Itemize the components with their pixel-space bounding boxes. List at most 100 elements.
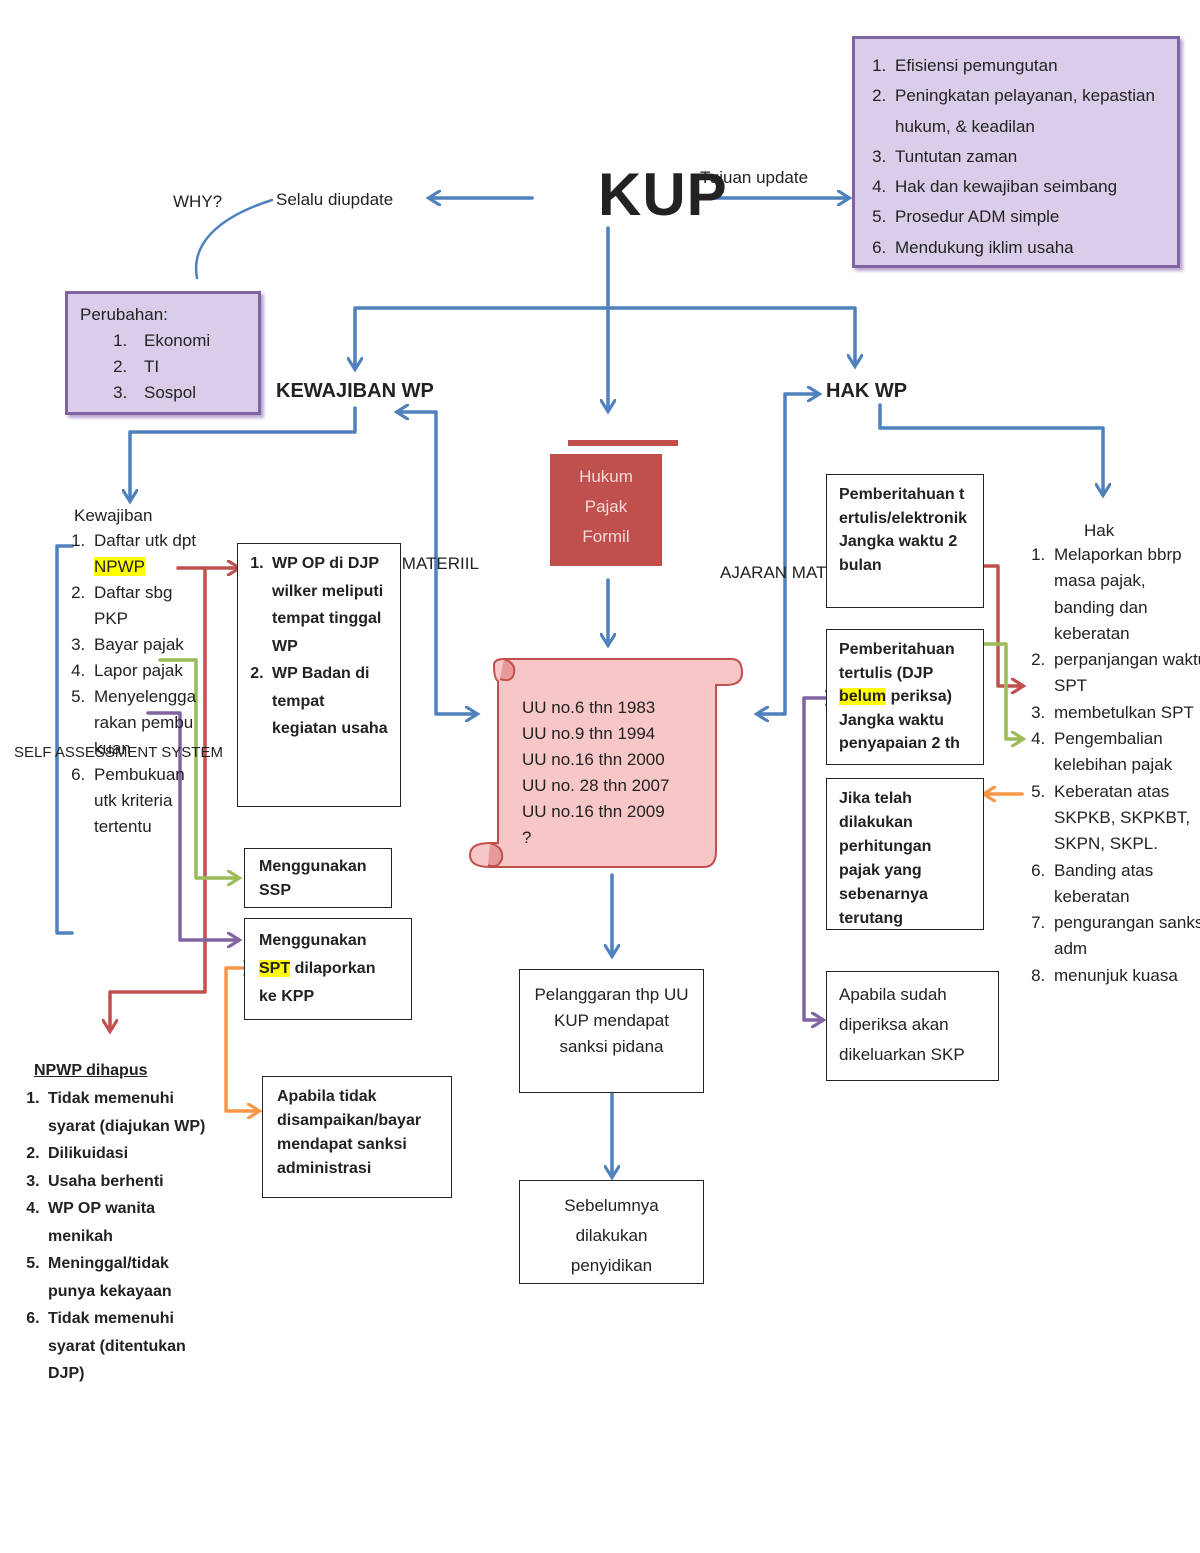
npwp-box: WP OP di DJP wilker meliputi tempat ting… xyxy=(237,543,401,807)
npwp-item: WP Badan di tempat kegiatan usaha xyxy=(268,660,392,743)
uu-line: UU no.16 thn 2009 xyxy=(522,802,665,821)
page-title: KUP xyxy=(598,161,728,228)
npwp-dihapus-item: Tidak memenuhi syarat (ditentukan DJP) xyxy=(44,1305,214,1388)
arrow-perpanjangan xyxy=(983,564,1022,686)
arrow-npwp-dihapus xyxy=(110,566,207,1030)
skp-box: Apabila sudah diperiksa akan dikeluarkan… xyxy=(826,971,999,1081)
perubahan-box: Perubahan: Ekonomi TI Sospol xyxy=(65,291,261,415)
kewajiban-list: Daftar utk dpt NPWP Daftar sbg PKP Bayar… xyxy=(70,528,200,840)
hak-title: Hak xyxy=(1084,521,1115,540)
arrow-bayar-ssp xyxy=(158,658,238,878)
tujuan-update-label: Tujuan update xyxy=(700,168,809,187)
belum-highlight: belum xyxy=(839,688,887,705)
hukum-line: Formil xyxy=(582,527,630,546)
tujuan-item: Efisiensi pemungutan xyxy=(891,51,1167,81)
npwp-item: WP OP di DJP wilker meliputi tempat ting… xyxy=(268,550,392,660)
kewajiban-item: Pembukuan utk kriteria tertentu xyxy=(90,762,200,840)
perubahan-item: Sospol xyxy=(132,380,248,406)
perubahan-item: TI xyxy=(132,354,248,380)
arrow-kewajiban-down xyxy=(130,406,357,500)
tujuan-item: Tuntutan zaman xyxy=(891,142,1167,172)
kewajiban-wp-heading: KEWAJIBAN WP xyxy=(276,380,434,402)
branch-bar xyxy=(355,306,855,368)
spt-pre: Menggunakan xyxy=(259,932,367,949)
perubahan-list: Ekonomi TI Sospol xyxy=(80,328,248,406)
uu-line: UU no.9 thn 1994 xyxy=(522,724,656,743)
kewajiban-title: Kewajiban xyxy=(74,506,153,525)
jika-box: Jika telah dilakukan perhitungan pajak y… xyxy=(826,778,984,930)
hak-item: Pengembalian kelebihan pajak xyxy=(1050,726,1200,779)
why-label: WHY? xyxy=(173,192,223,211)
kewajiban-item-text: Daftar utk dpt xyxy=(94,531,197,550)
selalu-diupdate-label: Selalu diupdate xyxy=(276,190,394,209)
pemberitahuan2-jangka: Jangka waktu penyapaian 2 th xyxy=(839,711,960,753)
hak-item: Keberatan atas SKPKB, SKPKBT, SKPN, SKPL… xyxy=(1050,779,1200,858)
hak-item: pengurangan sanksi adm xyxy=(1050,910,1200,963)
tujuan-item: Hak dan kewajiban seimbang xyxy=(891,172,1167,202)
hukum-line: Pajak xyxy=(584,497,628,516)
hak-item: Melaporkan bbrp masa pajak, banding dan … xyxy=(1050,542,1200,647)
npwp-list: WP OP di DJP wilker meliputi tempat ting… xyxy=(244,550,392,743)
hak-item: Banding atas keberatan xyxy=(1050,858,1200,911)
spt-highlight: SPT xyxy=(259,960,291,977)
pemberitahuan2-pre: Pemberitahuan tertulis (DJP xyxy=(839,641,955,682)
pelanggaran-box: Pelanggaran thp UU KUP mendapat sanksi p… xyxy=(519,969,704,1093)
hak-item: perpanjangan waktu SPT xyxy=(1050,647,1200,700)
npwp-dihapus-item: Usaha berhenti xyxy=(44,1168,214,1196)
pemberitahuan2-text: Pemberitahuan tertulis (DJP belum periks… xyxy=(839,638,971,709)
uu-line: UU no.6 thn 1983 xyxy=(522,698,656,717)
npwp-highlight: NPWP xyxy=(94,557,145,576)
arrow-kewajiban-uu xyxy=(398,412,476,714)
spt-box: Menggunakan SPT dilaporkan ke KPP xyxy=(244,918,412,1020)
npwp-dihapus-list: Tidak memenuhi syarat (diajukan WP) Dili… xyxy=(24,1085,214,1388)
pemberitahuan-belum-periksa-box: Pemberitahuan tertulis (DJP belum periks… xyxy=(826,629,984,765)
hak-list: Melaporkan bbrp masa pajak, banding dan … xyxy=(1024,542,1200,989)
pemberitahuan1-text: Pemberitahuan tertulis/elektronik xyxy=(839,486,968,527)
npwp-dihapus-item: Dilikuidasi xyxy=(44,1140,214,1168)
hak-item: membetulkan SPT xyxy=(1050,700,1200,726)
why-curve xyxy=(194,198,274,280)
uu-line: ? xyxy=(522,828,532,847)
tujuan-item: Prosedur ADM simple xyxy=(891,202,1167,232)
tujuan-item: Mendukung iklim usaha xyxy=(891,233,1167,263)
arrow-spt-sanksi xyxy=(224,968,258,1111)
uu-scroll-shape xyxy=(468,658,744,868)
uu-line: UU no. 28 thn 2007 xyxy=(522,776,670,795)
hak-wp-heading: HAK WP xyxy=(826,380,908,402)
hak-item: menunjuk kuasa xyxy=(1050,963,1200,989)
kewajiban-item: Daftar utk dpt NPWP xyxy=(90,528,200,580)
hukum-box: Hukum Pajak Formil xyxy=(550,454,662,566)
tujuan-box: Efisiensi pemungutan Peningkatan pelayan… xyxy=(852,36,1180,268)
hukum-pajak-formil: Hukum Pajak Formil xyxy=(550,440,682,568)
npwp-dihapus-title: NPWP dihapus xyxy=(34,1062,148,1079)
pemberitahuan2-post: periksa) xyxy=(886,688,952,705)
self-assessment-label: SELF ASSESSMENT SYSTEM xyxy=(14,744,223,761)
uu-list: UU no.6 thn 1983 UU no.9 thn 1994 UU no.… xyxy=(522,695,669,851)
uu-line: UU no.16 thn 2000 xyxy=(522,750,665,769)
npwp-dihapus-item: Tidak memenuhi syarat (diajukan WP) xyxy=(44,1085,214,1140)
tujuan-list: Efisiensi pemungutan Peningkatan pelayan… xyxy=(869,51,1167,263)
sanksi-box: Apabila tidak disampaikan/bayar mendapat… xyxy=(262,1076,452,1198)
kewajiban-item: Lapor pajak xyxy=(90,658,200,684)
npwp-dihapus-item: Meninggal/tidak punya kekayaan xyxy=(44,1250,214,1305)
kewajiban-item: Daftar sbg PKP xyxy=(90,580,200,632)
arrow-belum-skp xyxy=(802,698,836,1020)
kewajiban-item: Menyelenggarakan pembukuan xyxy=(90,684,200,762)
perubahan-item: Ekonomi xyxy=(132,328,248,354)
pemberitahuan1-jangka: Jangka waktu 2 bulan xyxy=(839,533,958,574)
ssp-box: Menggunakan SSP xyxy=(244,848,392,908)
self-assessment-bracket xyxy=(55,544,74,935)
pemberitahuan-elektronik-box: Pemberitahuan tertulis/elektronik Jangka… xyxy=(826,474,984,608)
spt-post: dilaporkan ke KPP xyxy=(259,960,376,1005)
perubahan-title: Perubahan: xyxy=(80,305,168,324)
arrow-lapor-spt xyxy=(146,711,238,940)
penyidikan-box: Sebelumnya dilakukan penyidikan xyxy=(519,1180,704,1284)
npwp-dihapus-item: WP OP wanita menikah xyxy=(44,1195,214,1250)
kewajiban-item: Bayar pajak xyxy=(90,632,200,658)
arrow-hak-uu xyxy=(758,394,818,714)
hukum-line: Hukum xyxy=(579,467,633,486)
arrow-membetulkan xyxy=(983,642,1022,739)
tujuan-item: Peningkatan pelayanan, kepastian hukum, … xyxy=(891,81,1167,142)
hukum-top-bar xyxy=(568,440,678,446)
